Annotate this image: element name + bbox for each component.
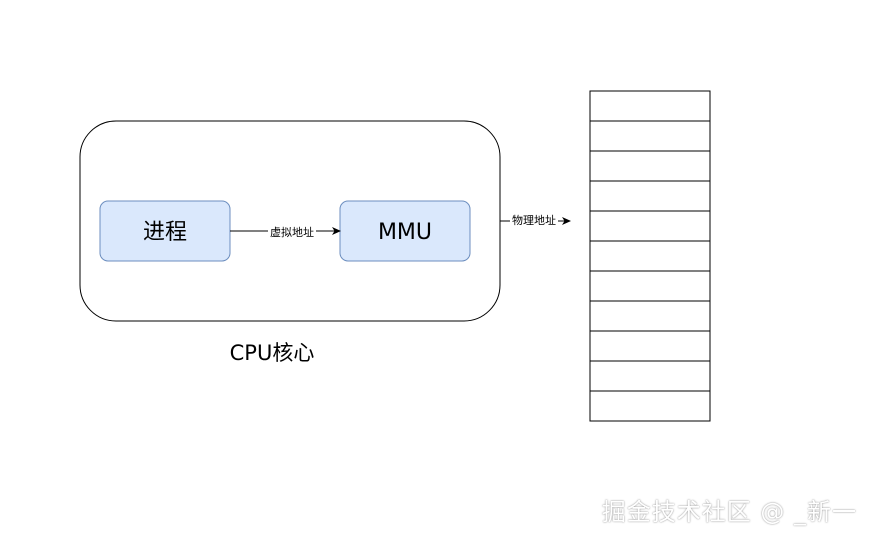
mmu-label: MMU	[378, 220, 432, 245]
virtual-address-label: 虚拟地址	[270, 225, 314, 239]
memory-cell	[589, 270, 711, 302]
physical-address-label: 物理地址	[512, 213, 556, 227]
cpu-core-caption: CPU核心	[230, 341, 315, 365]
memory-cell	[589, 300, 711, 332]
memory-cell	[589, 390, 711, 422]
memory-cell	[589, 180, 711, 212]
memory-cell	[589, 360, 711, 392]
watermark-text: 掘金技术社区 @ _新一	[601, 498, 857, 526]
memory-cell	[589, 240, 711, 272]
memory-cell	[589, 150, 711, 182]
process-label: 进程	[143, 220, 187, 245]
memory-cell	[589, 120, 711, 152]
physical-address-label-bg	[510, 213, 558, 228]
memory-cell	[589, 90, 711, 122]
virtual-address-label-bg	[268, 224, 316, 239]
physical-memory-stack	[589, 90, 711, 422]
memory-cell	[589, 330, 711, 362]
memory-cell	[589, 210, 711, 242]
